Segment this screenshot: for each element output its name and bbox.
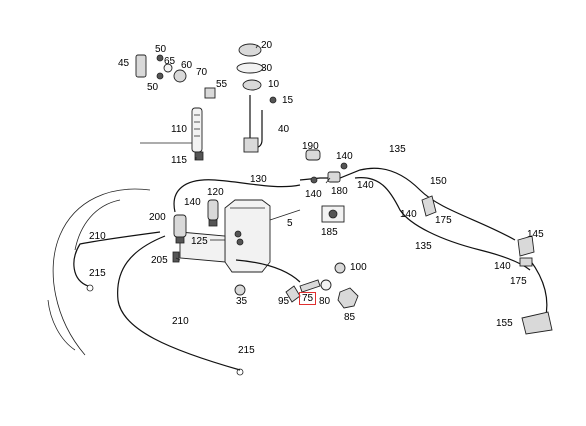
callout-130[interactable]: 130: [250, 174, 267, 185]
callout-65[interactable]: 65: [164, 56, 176, 67]
vehicle-body-outline: [47, 188, 151, 356]
hose-clips[interactable]: [86, 284, 244, 376]
callout-175b[interactable]: 175: [510, 276, 527, 287]
misc-fasteners[interactable]: [172, 230, 246, 296]
callout-140e[interactable]: 140: [184, 197, 201, 208]
leader-lines: [140, 44, 331, 261]
callout-125[interactable]: 125: [191, 236, 208, 247]
callout-40[interactable]: 40: [278, 124, 290, 135]
callout-30[interactable]: 30: [261, 63, 273, 74]
callout-20[interactable]: 20: [261, 40, 273, 51]
callout-50b[interactable]: 50: [147, 82, 159, 93]
callout-45[interactable]: 45: [118, 58, 130, 69]
callout-200[interactable]: 200: [149, 212, 166, 223]
callout-135a[interactable]: 135: [389, 144, 406, 155]
callout-55[interactable]: 55: [216, 79, 228, 90]
callout-140d[interactable]: 140: [400, 209, 417, 220]
reservoir-cap-stack[interactable]: [236, 43, 277, 153]
callout-185[interactable]: 185: [321, 227, 338, 238]
callout-175a[interactable]: 175: [435, 215, 452, 226]
callout-60[interactable]: 60: [181, 60, 193, 71]
filler-neck[interactable]: [191, 107, 204, 161]
callout-140c[interactable]: 140: [357, 180, 374, 191]
callout-180[interactable]: 180: [331, 186, 348, 197]
callout-95[interactable]: 95: [278, 296, 290, 307]
callout-5[interactable]: 5: [287, 218, 293, 229]
callout-145[interactable]: 145: [527, 229, 544, 240]
callout-50a[interactable]: 50: [155, 44, 167, 55]
callout-140f[interactable]: 140: [494, 261, 511, 272]
callout-35[interactable]: 35: [236, 296, 248, 307]
callout-210a[interactable]: 210: [89, 231, 106, 242]
callout-85[interactable]: 85: [344, 312, 356, 323]
spray-nozzles[interactable]: [421, 195, 535, 267]
callout-140b[interactable]: 140: [305, 189, 322, 200]
callout-155[interactable]: 155: [496, 318, 513, 329]
callout-115[interactable]: 115: [171, 155, 187, 166]
callout-215b[interactable]: 215: [238, 345, 255, 356]
callout-100[interactable]: 100: [350, 262, 367, 273]
callout-10[interactable]: 10: [268, 79, 280, 90]
washer-pump-120[interactable]: [207, 199, 219, 227]
callout-120[interactable]: 120: [207, 187, 224, 198]
hose-lines: [73, 167, 548, 371]
callout-215a[interactable]: 215: [89, 268, 106, 279]
callout-205[interactable]: 205: [151, 255, 168, 266]
callout-190[interactable]: 190: [302, 141, 319, 152]
callout-150[interactable]: 150: [430, 176, 447, 187]
callout-70[interactable]: 70: [196, 67, 208, 78]
washer-pump[interactable]: [173, 214, 187, 244]
hose-connectors[interactable]: [305, 149, 348, 223]
washer-reservoir[interactable]: [179, 199, 271, 273]
callout-210b[interactable]: 210: [172, 316, 189, 327]
callout-110[interactable]: 110: [171, 124, 187, 135]
callout-80[interactable]: 80: [319, 296, 331, 307]
sensor-small-parts[interactable]: [135, 54, 216, 99]
callout-140a[interactable]: 140: [336, 151, 353, 162]
callout-75-highlighted[interactable]: 75: [299, 292, 317, 305]
nozzle-bracket[interactable]: [521, 311, 553, 335]
reservoir-hardware[interactable]: [285, 262, 359, 309]
callout-15[interactable]: 15: [282, 95, 294, 106]
callout-135b[interactable]: 135: [415, 241, 432, 252]
